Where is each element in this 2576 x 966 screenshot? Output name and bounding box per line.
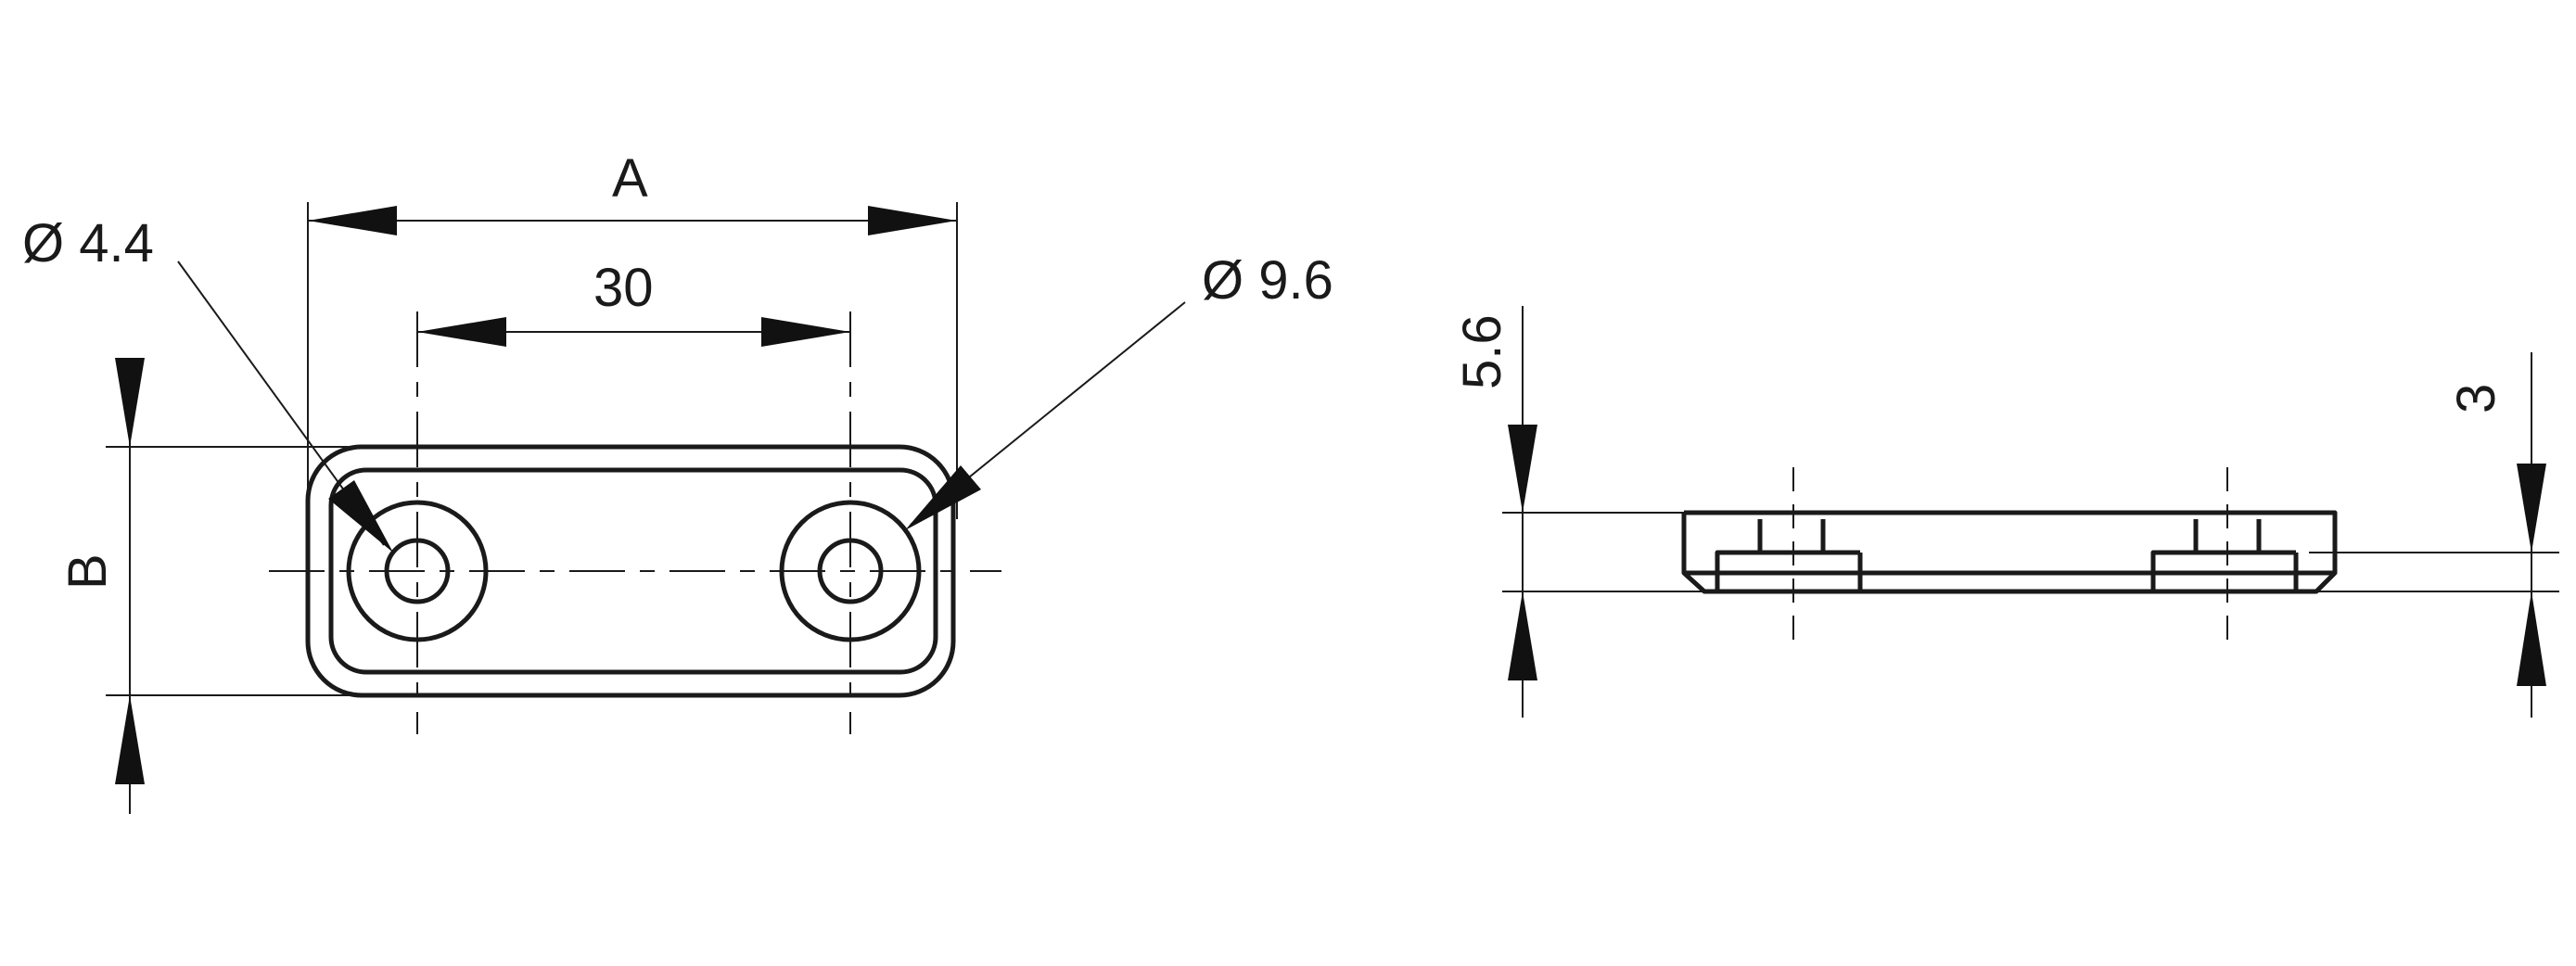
right-counterbore-profile [2150,519,2199,591]
dim-30-arrow-left [417,317,506,347]
top-view: A 30 B Ø 4.4 Ø 9.6 [22,148,1333,814]
side-view: 5.6 3 [1452,306,2559,718]
dim-height-arrow-top [1508,425,1537,513]
dim-thickness-arrow-top [2517,464,2546,553]
dim-thickness-arrow-bottom [2517,591,2546,686]
left-counterbore-profile [1715,519,1763,591]
dim-height-arrow-bottom [1508,591,1537,680]
dim-30-label: 30 [593,258,654,318]
dim-a-label: A [612,148,648,209]
dim-b-label: B [57,553,118,590]
dim-b-arrow-top [115,358,145,447]
dim-a-arrow-left [308,206,397,235]
large-hole-leader-arrow [905,465,981,530]
dim-30-arrow-right [761,317,850,347]
dim-b-arrow-bottom [115,695,145,784]
inner-contour [328,467,938,675]
dim-thickness-label: 3 [2446,384,2506,413]
dim-a-arrow-right [868,206,957,235]
small-hole-diameter-label: Ø 4.4 [22,213,154,273]
small-hole-leader-arrow [328,480,393,553]
dim-height-label: 5.6 [1452,314,1512,389]
large-hole-diameter-label: Ø 9.6 [1202,250,1333,311]
